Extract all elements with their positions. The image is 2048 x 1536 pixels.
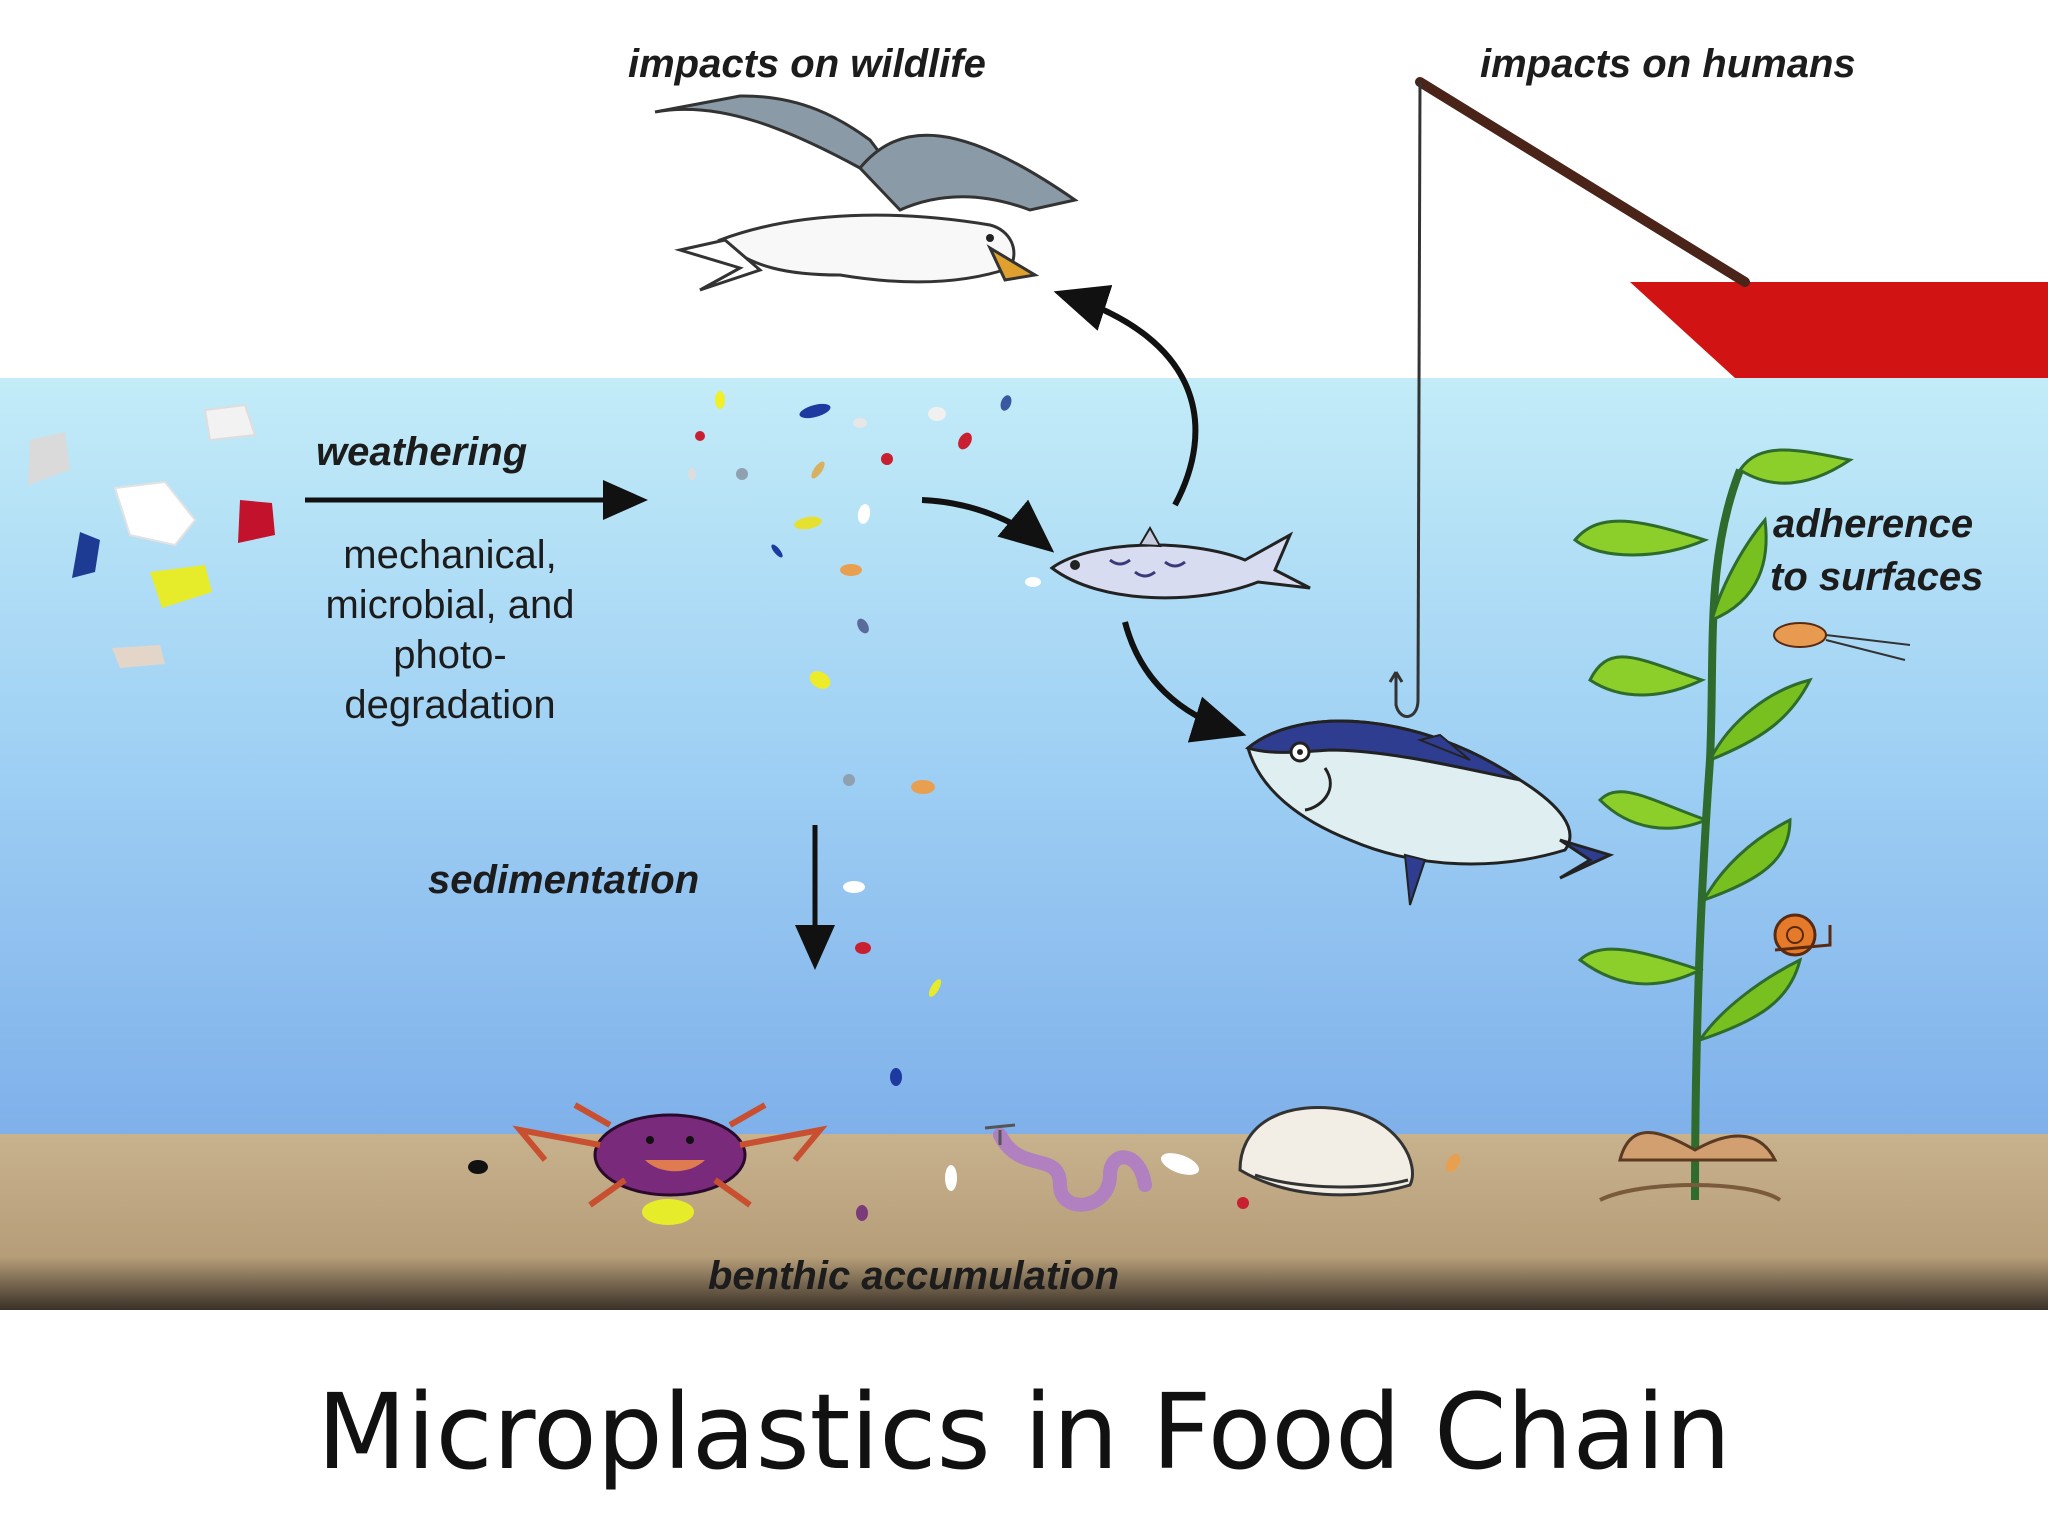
crab-icon xyxy=(512,1102,828,1208)
benthic-accumulation-label: benthic accumulation xyxy=(708,1254,1120,1298)
snail-icon xyxy=(1773,913,1832,957)
boat-icon xyxy=(1630,282,2048,378)
weathering-label: weathering xyxy=(316,430,528,474)
sedimentation-label: sedimentation xyxy=(428,858,700,902)
shrimp-icon xyxy=(1773,622,1911,661)
predation-bird-arrow xyxy=(1053,285,1199,507)
adherence-label-line2: to surfaces xyxy=(1770,555,1984,599)
small-fish-icon xyxy=(1049,525,1311,600)
tuna-icon xyxy=(1244,719,1615,906)
clam-icon xyxy=(1238,1106,1414,1197)
impacts-on-humans-label: impacts on humans xyxy=(1480,42,1856,86)
plastic-debris-icon xyxy=(28,403,275,668)
microplastic-fragment-icon xyxy=(468,391,1461,1225)
worm-icon xyxy=(984,1123,1152,1212)
impacts-on-wildlife-label: impacts on wildlife xyxy=(628,42,986,86)
predation-tuna-arrow xyxy=(1122,621,1247,743)
kelp-icon xyxy=(1572,448,1854,1202)
degradation-label: mechanical, microbial, and photo-degrada… xyxy=(325,533,575,727)
slide-title: Microplastics in Food Chain xyxy=(316,1371,1732,1493)
adherence-label-line1: adherence xyxy=(1773,502,1974,546)
ingestion-arrow xyxy=(921,497,1055,553)
fishing-rod-icon xyxy=(1388,77,1750,718)
seagull-icon xyxy=(654,94,1079,292)
